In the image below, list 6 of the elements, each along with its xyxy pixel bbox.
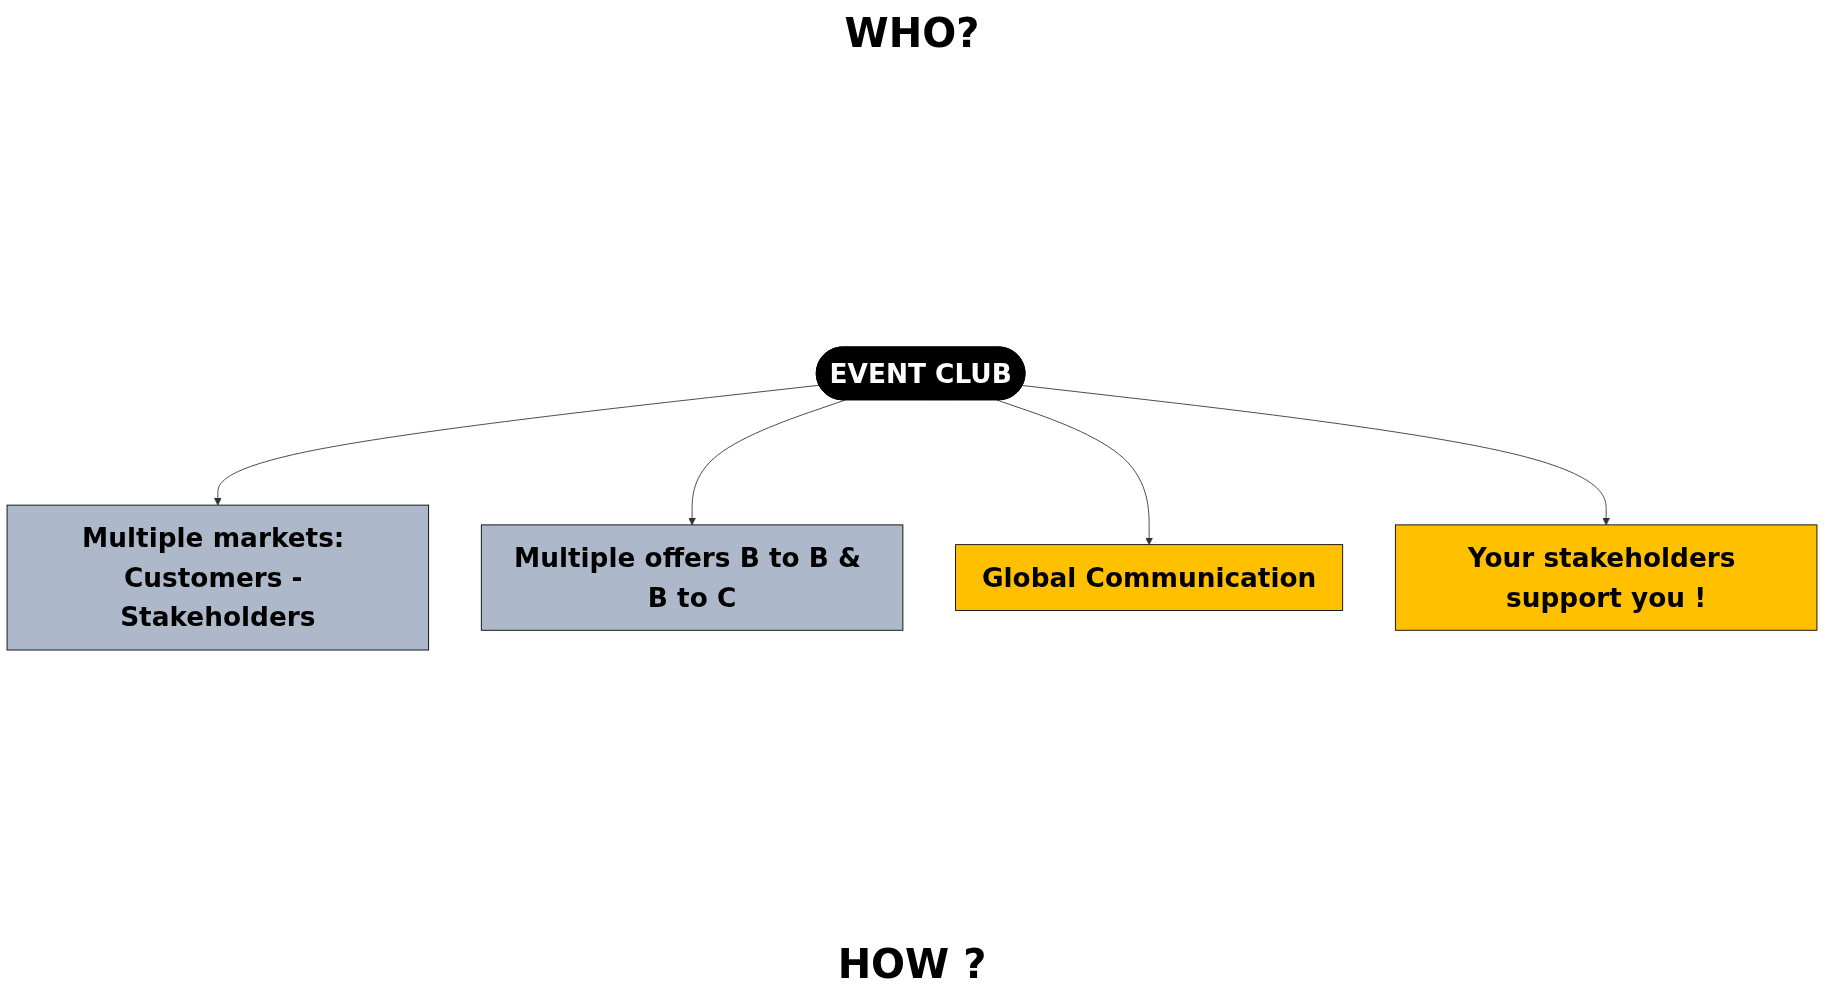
node-box: Your stakeholders support you ! bbox=[1394, 524, 1818, 631]
node-box: Multiple offers B to B & B to C bbox=[480, 524, 904, 631]
question-label: HOW ? bbox=[837, 941, 987, 987]
question-label: WHO? bbox=[844, 10, 980, 56]
node-box: Global Communication bbox=[955, 544, 1344, 611]
node-box: Multiple markets: Customers - Stakeholders bbox=[6, 504, 430, 651]
